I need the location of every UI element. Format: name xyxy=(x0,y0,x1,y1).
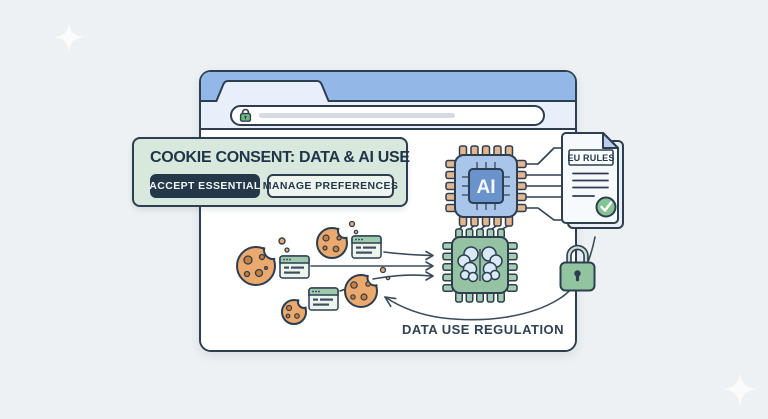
browser-top-bar xyxy=(201,72,575,102)
accept-essential-button[interactable]: ACCEPT ESSENTIAL xyxy=(149,174,260,198)
address-row xyxy=(201,102,575,130)
page-fold-corner xyxy=(602,132,619,149)
manage-preferences-button[interactable]: MANAGE PREFERENCES xyxy=(263,174,398,198)
address-bar[interactable] xyxy=(230,105,545,126)
document-checkmark-icon xyxy=(595,196,617,218)
sparkle-top-left-icon xyxy=(54,24,84,52)
cookie-consent-banner: COOKIE CONSENT: DATA & AI USE ACCEPT ESS… xyxy=(132,137,410,207)
url-placeholder-bar xyxy=(259,113,455,118)
browser-window xyxy=(199,70,577,352)
sparkle-bottom-right-icon xyxy=(722,373,758,407)
address-lock-icon xyxy=(239,108,252,122)
consent-title: COOKIE CONSENT: DATA & AI USE xyxy=(150,149,410,166)
